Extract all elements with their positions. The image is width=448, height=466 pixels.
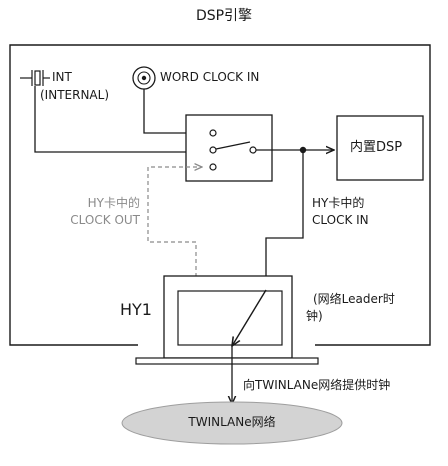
- clock-selector-box: [185, 114, 273, 182]
- hy1-card: [163, 275, 293, 359]
- hy1-internal-path: [232, 289, 267, 346]
- page-title: DSP引擎: [195, 8, 253, 24]
- hy-clock-in-label-2: CLOCK IN: [312, 213, 369, 227]
- selector-switch: [209, 129, 257, 171]
- hy-clock-in-label-1: HY卡中的: [312, 196, 365, 210]
- leader-label-1: (网络Leader时: [313, 292, 395, 306]
- word-clock-label: WORD CLOCK IN: [160, 70, 260, 84]
- twinlane-network-ellipse: [121, 401, 343, 445]
- hy-clock-in-line: [265, 153, 304, 290]
- hy-clock-out-label-1: HY卡中的: [87, 196, 140, 210]
- hy1-port: [177, 290, 283, 346]
- hy1-base: [135, 357, 319, 365]
- hy-clock-out-line: [147, 167, 202, 298]
- int-clock-icon: [20, 70, 50, 86]
- int-label: INT: [52, 70, 72, 84]
- wordclock-signal-line: [143, 89, 202, 133]
- internal-label: (INTERNAL): [40, 88, 109, 102]
- provide-clock-label: 向TWINLANe网络提供时钟: [243, 378, 391, 392]
- hy-clock-out-label-2: CLOCK OUT: [70, 213, 140, 227]
- bnc-connector-icon: [132, 66, 156, 90]
- int-signal-line: [34, 86, 202, 152]
- leader-label-2: 钟): [306, 309, 323, 323]
- junction-dot: [299, 146, 307, 154]
- internal-dsp-box: [336, 115, 424, 181]
- dsp-label: 内置DSP: [350, 140, 403, 155]
- hy1-label: HY1: [120, 300, 152, 319]
- dsp-engine-frame: [9, 44, 431, 346]
- network-label: TWINLANe网络: [188, 415, 276, 429]
